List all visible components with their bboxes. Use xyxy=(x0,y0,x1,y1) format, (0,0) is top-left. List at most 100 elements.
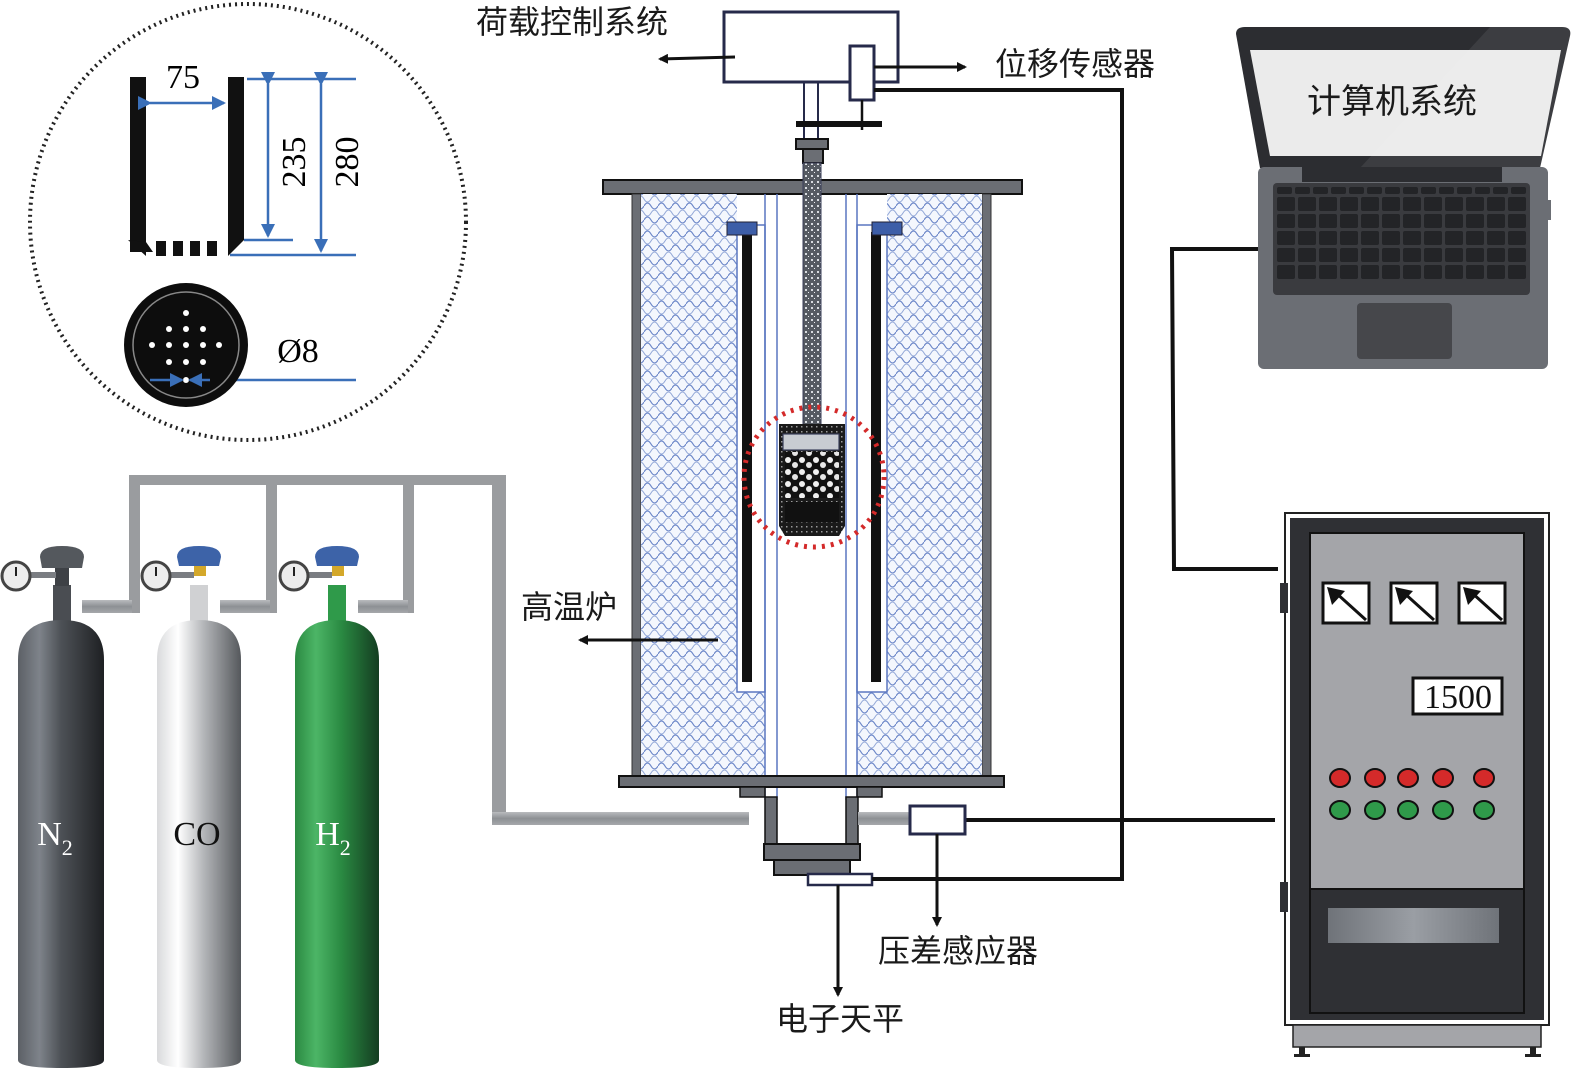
furnace-label: 高温炉 xyxy=(521,588,617,626)
ore-sample xyxy=(785,452,839,498)
crucible xyxy=(779,424,845,536)
keyboard-key xyxy=(1403,231,1421,245)
keyboard-key xyxy=(1445,197,1463,211)
keyboard-key xyxy=(1277,197,1295,211)
cylinder-n2 xyxy=(0,546,104,1068)
keyboard-key xyxy=(1361,248,1379,262)
vent-holes xyxy=(149,310,222,383)
crucible-detail-inset: 75 235 280 Ø8 xyxy=(28,2,468,442)
keyboard-key xyxy=(1445,231,1463,245)
green-indicator-light xyxy=(1473,800,1495,820)
keyboard-key xyxy=(1340,197,1358,211)
pressure-sensor-box xyxy=(908,804,967,836)
keyboard-key xyxy=(1487,248,1505,262)
balance-label: 电子天平 xyxy=(776,1000,904,1038)
dim-hole-diameter-label: Ø8 xyxy=(277,333,319,370)
load-control-unit xyxy=(658,10,967,164)
cylinder-co-label: CO xyxy=(173,816,220,853)
red-indicator-light xyxy=(1329,768,1351,788)
keyboard-key xyxy=(1340,248,1358,262)
keyboard-key xyxy=(1424,197,1442,211)
keyboard-key xyxy=(1466,231,1484,245)
cabinet-vent xyxy=(1328,908,1499,943)
dim-outer-height-label: 280 xyxy=(329,137,366,188)
keyboard-key xyxy=(1424,214,1442,228)
control-cabinet xyxy=(1280,512,1550,1057)
keyboard-key xyxy=(1298,248,1316,262)
cylinder-h2-label: H2 xyxy=(315,816,351,860)
keyboard-key xyxy=(1508,248,1526,262)
keyboard-key xyxy=(1298,265,1316,279)
keyboard-key xyxy=(1466,197,1484,211)
cylinder-n2-label: N2 xyxy=(37,816,73,860)
keyboard-key xyxy=(1403,265,1421,279)
red-indicator-light xyxy=(1473,768,1495,788)
keyboard-key xyxy=(1385,187,1400,194)
crucible-highlight-circle xyxy=(741,404,887,550)
keyboard-key xyxy=(1319,248,1337,262)
keyboard-key xyxy=(1340,231,1358,245)
keyboard-key xyxy=(1340,265,1358,279)
keyboard-key xyxy=(1487,265,1505,279)
keyboard-key xyxy=(1403,248,1421,262)
dim-inner-height-label: 235 xyxy=(276,137,313,188)
keyboard-key xyxy=(1319,197,1337,211)
heater-cap-left xyxy=(726,221,758,236)
indicator-lights xyxy=(1329,768,1495,820)
green-indicator-light xyxy=(1397,800,1419,820)
heating-element-left xyxy=(742,232,752,682)
crucible-side-view xyxy=(128,77,244,256)
keyboard-key xyxy=(1403,187,1418,194)
insulation-left xyxy=(641,194,737,776)
keyboard-key xyxy=(1295,187,1310,194)
keyboard-key xyxy=(1361,231,1379,245)
keyboard-key xyxy=(1277,231,1295,245)
keyboard-key xyxy=(1421,187,1436,194)
digital-display xyxy=(1411,676,1504,716)
green-indicator-light xyxy=(1329,800,1351,820)
computer-system-label: 计算机系统 xyxy=(1307,82,1477,122)
keyboard-key xyxy=(1298,231,1316,245)
dim-width-label: 75 xyxy=(166,59,200,96)
crossbar xyxy=(796,121,882,127)
keyboard-key xyxy=(1331,187,1346,194)
keyboard-key xyxy=(1424,248,1442,262)
keyboard-key xyxy=(1319,214,1337,228)
green-indicator-light xyxy=(1432,800,1454,820)
keyboard-key xyxy=(1277,187,1292,194)
keyboard-key xyxy=(1277,265,1295,279)
keyboard-key xyxy=(1382,265,1400,279)
keyboard-key xyxy=(1487,214,1505,228)
crucible-bottom-view xyxy=(124,283,248,407)
heater-cap-right xyxy=(871,221,903,236)
keyboard-key xyxy=(1487,231,1505,245)
keyboard-key xyxy=(1367,187,1382,194)
keyboard-key xyxy=(1508,265,1526,279)
keyboard-key xyxy=(1361,265,1379,279)
laptop-screen xyxy=(1250,50,1561,156)
heating-element-right xyxy=(871,232,881,682)
keyboard-key xyxy=(1445,214,1463,228)
keyboard-key xyxy=(1298,197,1316,211)
cylinder-h2 xyxy=(278,546,379,1068)
keyboard-key xyxy=(1403,214,1421,228)
keyboard-key xyxy=(1313,187,1328,194)
detail-dotted-border xyxy=(28,2,468,442)
keyboard-key xyxy=(1382,231,1400,245)
keyboard-key xyxy=(1403,197,1421,211)
keyboard-key xyxy=(1466,214,1484,228)
analog-meter-icon xyxy=(1389,581,1439,625)
red-indicator-light xyxy=(1397,768,1419,788)
keyboard-key xyxy=(1424,265,1442,279)
keyboard-key xyxy=(1439,187,1454,194)
keyboard-key xyxy=(1319,231,1337,245)
keyboard-key xyxy=(1445,265,1463,279)
keyboard-key xyxy=(1508,197,1526,211)
analog-meter-icon xyxy=(1321,581,1371,625)
keyboard-key xyxy=(1340,214,1358,228)
keyboard-key xyxy=(1493,187,1508,194)
furnace-bottom-plate xyxy=(618,775,1005,788)
keyboard-key xyxy=(1319,265,1337,279)
laptop-computer xyxy=(1236,27,1571,369)
